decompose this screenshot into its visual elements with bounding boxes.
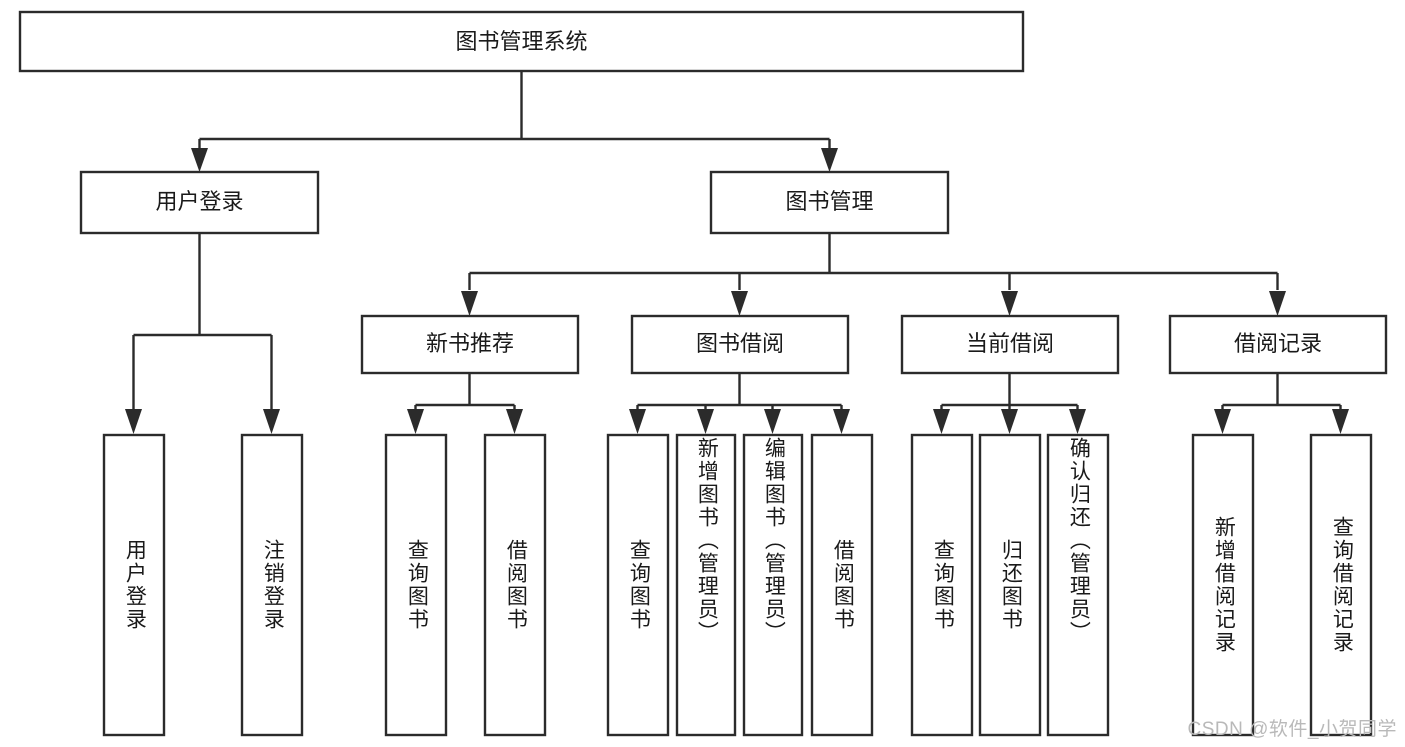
node-book-management-label: 图书管理 xyxy=(785,189,873,214)
arrow-head-icon xyxy=(697,409,714,434)
connector-userlogin-to-leaves xyxy=(125,233,280,434)
connector-bookborrow-to-leaves xyxy=(629,373,850,434)
leaf-box-query-book-current[interactable] xyxy=(910,433,974,737)
connector-newbook-to-leaves xyxy=(407,373,523,434)
arrow-head-icon xyxy=(1069,409,1086,434)
arrow-head-icon xyxy=(833,409,850,434)
node-user-login-label: 用户登录 xyxy=(155,189,243,214)
arrow-head-icon xyxy=(506,409,523,434)
arrow-head-icon xyxy=(1001,291,1018,316)
connector-borrowrecord-to-leaves xyxy=(1214,373,1349,434)
node-user-login[interactable]: 用户登录 xyxy=(79,170,320,235)
connector-currentborrow-to-leaves xyxy=(933,373,1086,434)
arrow-head-icon xyxy=(764,409,781,434)
node-current-borrow-label: 当前借阅 xyxy=(966,331,1054,356)
arrow-head-icon xyxy=(1214,409,1231,434)
leaf-box-borrow-book[interactable] xyxy=(810,433,874,737)
node-current-borrow[interactable]: 当前借阅 xyxy=(900,314,1120,375)
leaf-box-add-book-admin[interactable] xyxy=(675,433,737,737)
arrow-head-icon xyxy=(263,409,280,434)
node-borrow-record-label: 借阅记录 xyxy=(1234,331,1322,356)
leaf-box-query-book-newbook[interactable] xyxy=(384,433,448,737)
leaf-box-return-book[interactable] xyxy=(978,433,1042,737)
leaf-box-borrow-book-newbook[interactable] xyxy=(483,433,547,737)
arrow-head-icon xyxy=(1269,291,1286,316)
arrow-head-icon xyxy=(821,148,838,172)
leaf-box-query-borrow-record[interactable] xyxy=(1309,433,1373,737)
node-book-management[interactable]: 图书管理 xyxy=(709,170,950,235)
leaf-box-query-book-borrow[interactable] xyxy=(606,433,670,737)
watermark: CSDN @软件_小贺同学 xyxy=(1187,719,1397,740)
arrow-head-icon xyxy=(191,148,208,172)
arrow-head-icon xyxy=(461,291,478,316)
arrow-head-icon xyxy=(731,291,748,316)
leaf-box-user-login[interactable] xyxy=(102,433,166,737)
node-book-borrow[interactable]: 图书借阅 xyxy=(630,314,850,375)
node-new-book-recommend-label: 新书推荐 xyxy=(426,331,514,356)
leaf-box-edit-book-admin[interactable] xyxy=(742,433,804,737)
node-book-borrow-label: 图书借阅 xyxy=(696,331,784,356)
arrow-head-icon xyxy=(629,409,646,434)
node-borrow-record[interactable]: 借阅记录 xyxy=(1168,314,1388,375)
leaf-box-confirm-return-admin[interactable] xyxy=(1046,433,1110,737)
connector-root-to-level2 xyxy=(191,71,838,172)
arrow-head-icon xyxy=(933,409,950,434)
connector-bookmgmt-to-level3 xyxy=(461,233,1286,316)
node-root-system-label: 图书管理系统 xyxy=(455,29,587,54)
leaf-box-add-borrow-record[interactable] xyxy=(1191,433,1255,737)
arrow-head-icon xyxy=(125,409,142,434)
leaf-box-logout[interactable] xyxy=(240,433,304,737)
node-new-book-recommend[interactable]: 新书推荐 xyxy=(360,314,580,375)
arrow-head-icon xyxy=(407,409,424,434)
arrow-head-icon xyxy=(1001,409,1018,434)
node-root-system[interactable]: 图书管理系统 xyxy=(18,10,1025,73)
arrow-head-icon xyxy=(1332,409,1349,434)
